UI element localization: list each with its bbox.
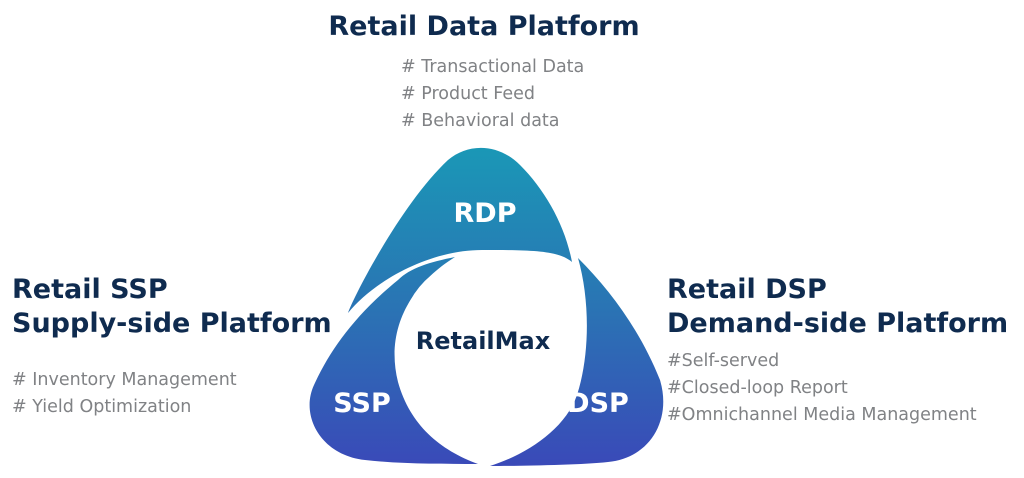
rdp-bullet-list: # Transactional Data # Product Feed # Be… (401, 54, 584, 135)
segment-rdp (348, 147, 572, 313)
rdp-bullet: # Transactional Data (401, 57, 585, 77)
ssp-bullet: # Inventory Management (12, 370, 237, 390)
ssp-bullet-list: # Inventory Management # Yield Optimizat… (12, 367, 237, 421)
dsp-bullet-list: #Self-served #Closed-loop Report #Omnich… (667, 348, 977, 429)
dsp-bullet: #Self-served (667, 351, 780, 371)
center-circle (400, 256, 570, 426)
rdp-title: Retail Data Platform (328, 11, 640, 42)
rdp-bullet: # Behavioral data (401, 111, 560, 131)
ssp-bullet: # Yield Optimization (12, 397, 192, 417)
dsp-title-line1: Retail DSP (667, 274, 827, 305)
segment-dsp (490, 258, 664, 466)
segment-label-ssp: SSP (333, 388, 390, 419)
ssp-title-line1: Retail SSP (12, 274, 168, 305)
segment-label-rdp: RDP (454, 198, 517, 229)
segment-label-dsp: DSP (567, 388, 629, 419)
dsp-bullet: #Omnichannel Media Management (667, 405, 977, 425)
segment-ssp (309, 257, 478, 464)
ssp-title-line2: Supply-side Platform (12, 308, 332, 339)
dsp-title: Retail DSP Demand-side Platform (667, 273, 1008, 341)
dsp-bullet: #Closed-loop Report (667, 378, 848, 398)
dsp-title-line2: Demand-side Platform (667, 308, 1009, 339)
ssp-title: Retail SSP Supply-side Platform (12, 273, 332, 341)
center-label: RetailMax (416, 327, 551, 355)
rdp-bullet: # Product Feed (401, 84, 535, 104)
